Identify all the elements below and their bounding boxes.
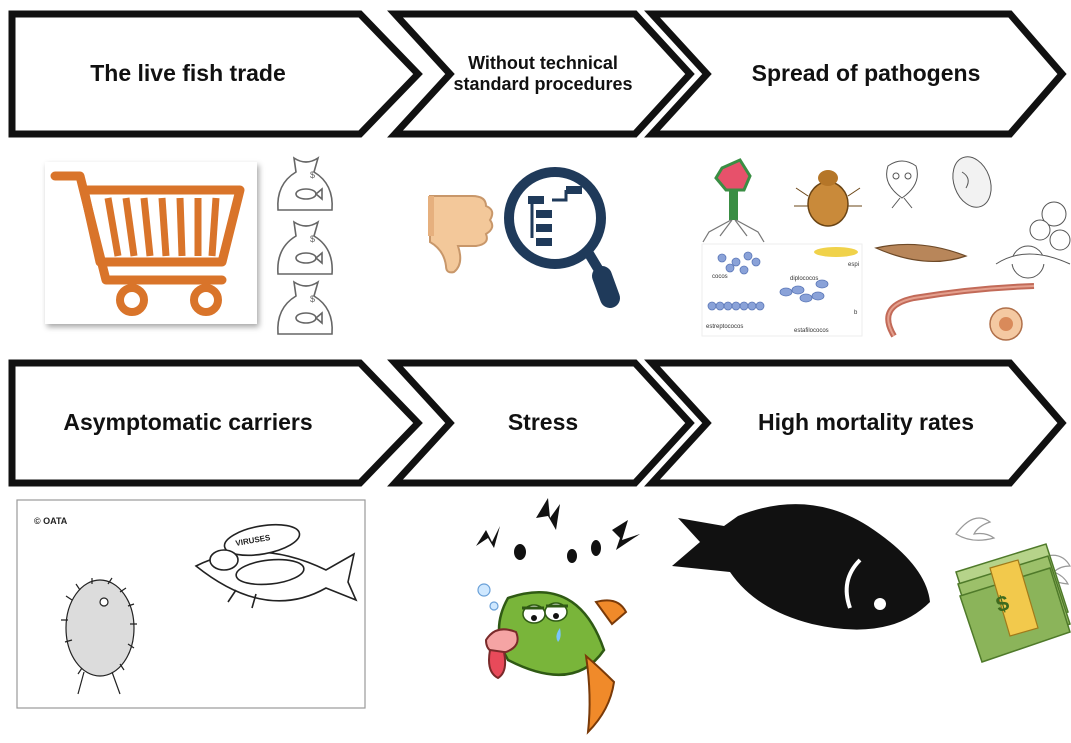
step-label-3: Spread of pathogens	[751, 60, 981, 87]
step-label-4: Asymptomatic carriers	[63, 409, 313, 436]
svg-text:$: $	[310, 294, 315, 304]
stressed-fish-icon	[476, 498, 640, 735]
step-label-1: The live fish trade	[90, 60, 286, 87]
chevron-step-2	[387, 10, 695, 138]
fish-silhouette-icon	[672, 504, 930, 630]
svg-text:$: $	[310, 234, 315, 244]
cartoon-credit: © OATA	[34, 516, 68, 526]
shopping-cart-icon	[45, 162, 257, 324]
bacteria-label-5: espi	[848, 262, 859, 268]
bacteria-label-4: estafilococos	[794, 328, 829, 334]
chevron-step-1	[8, 10, 423, 138]
step-label-2: Without technical standard procedures	[453, 52, 633, 94]
bacteria-label-3: estreptococos	[706, 324, 743, 330]
worm-icon	[874, 243, 1035, 341]
virus-icon	[702, 158, 765, 243]
pathogen-collage: cocos diplococos estreptococos estafiloc…	[701, 156, 1071, 341]
chevron-step-5	[387, 359, 695, 487]
step-label-5: Stress	[507, 409, 579, 436]
fish-bag-icon: $ $ $	[277, 156, 333, 335]
step-label-6: High mortality rates	[758, 409, 974, 436]
carrier-cartoon: © OATA VIRUSES	[16, 499, 366, 709]
chevron-step-3	[644, 10, 1067, 138]
thumbs-down-icon	[428, 195, 494, 274]
svg-text:$: $	[310, 170, 315, 180]
chevron-step-6	[644, 359, 1067, 487]
bacteria-label-1: cocos	[712, 274, 728, 280]
chevron-step-4	[8, 359, 423, 487]
bacteria-label-2: diplococos	[790, 276, 818, 282]
magnifier-icon	[504, 167, 620, 308]
bacteria-label-6: b	[854, 310, 858, 316]
flying-money-icon: $	[955, 517, 1071, 663]
louse-icon	[794, 170, 862, 227]
